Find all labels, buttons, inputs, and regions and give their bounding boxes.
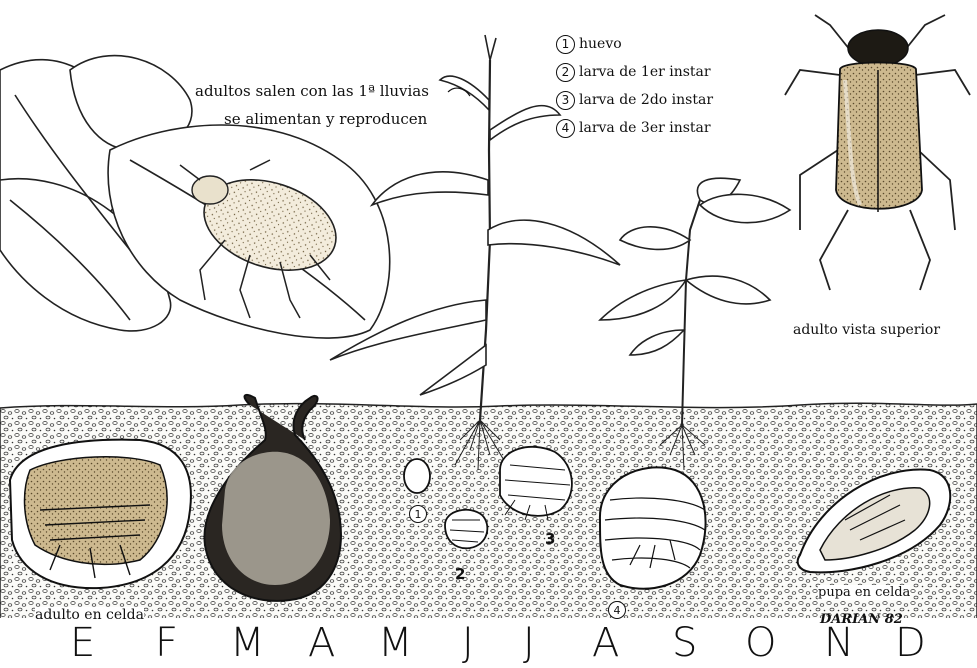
larva-first-marker: 2 <box>455 565 465 583</box>
month-dec: D <box>895 620 926 666</box>
adult-top-view-label: adulto vista superior <box>793 322 940 338</box>
legend-text: huevo <box>579 36 622 52</box>
month-mar: M <box>230 620 265 666</box>
stage-legend: 1 huevo 2 larva de 1er instar 3 larva de… <box>556 30 713 142</box>
adults-emerge-label: adultos salen con las 1ª lluvias <box>195 82 429 100</box>
legend-text: larva de 1er instar <box>579 64 711 80</box>
adult-in-cell <box>10 440 191 588</box>
month-jul: J <box>523 620 535 666</box>
month-jun: J <box>462 620 474 666</box>
month-feb: F <box>155 620 178 666</box>
egg <box>404 459 430 493</box>
legend-item: 3 larva de 2do instar <box>556 86 713 114</box>
adults-feed-label: se alimentan y reproducen <box>224 110 427 128</box>
adult-beetle-top-view <box>785 15 970 290</box>
pupa-in-cell-label: pupa en celda <box>818 585 910 600</box>
legend-text: larva de 2do instar <box>579 92 713 108</box>
legend-number: 2 <box>556 63 575 82</box>
month-jan: E <box>70 620 95 666</box>
larva-third-instar <box>600 467 706 588</box>
month-sep: S <box>672 620 697 666</box>
legend-number: 4 <box>556 119 575 138</box>
month-oct: O <box>745 620 776 666</box>
legend-item: 2 larva de 1er instar <box>556 58 713 86</box>
legend-item: 1 huevo <box>556 30 713 58</box>
legend-number: 1 <box>556 35 575 54</box>
bean-plant <box>600 178 790 425</box>
larva-first-instar <box>445 510 487 548</box>
larva-third-marker: 4 <box>608 601 626 619</box>
month-apr: A <box>308 620 335 666</box>
month-axis: E F M A M J J A S O N D <box>0 620 977 668</box>
month-nov: N <box>824 620 854 666</box>
larva-second-marker: 3 <box>545 530 555 548</box>
legend-text: larva de 3er instar <box>579 120 711 136</box>
legend-number: 3 <box>556 91 575 110</box>
month-aug: A <box>592 620 619 666</box>
legend-item: 4 larva de 3er instar <box>556 114 713 142</box>
month-may: M <box>378 620 413 666</box>
egg-marker: 1 <box>409 505 427 523</box>
